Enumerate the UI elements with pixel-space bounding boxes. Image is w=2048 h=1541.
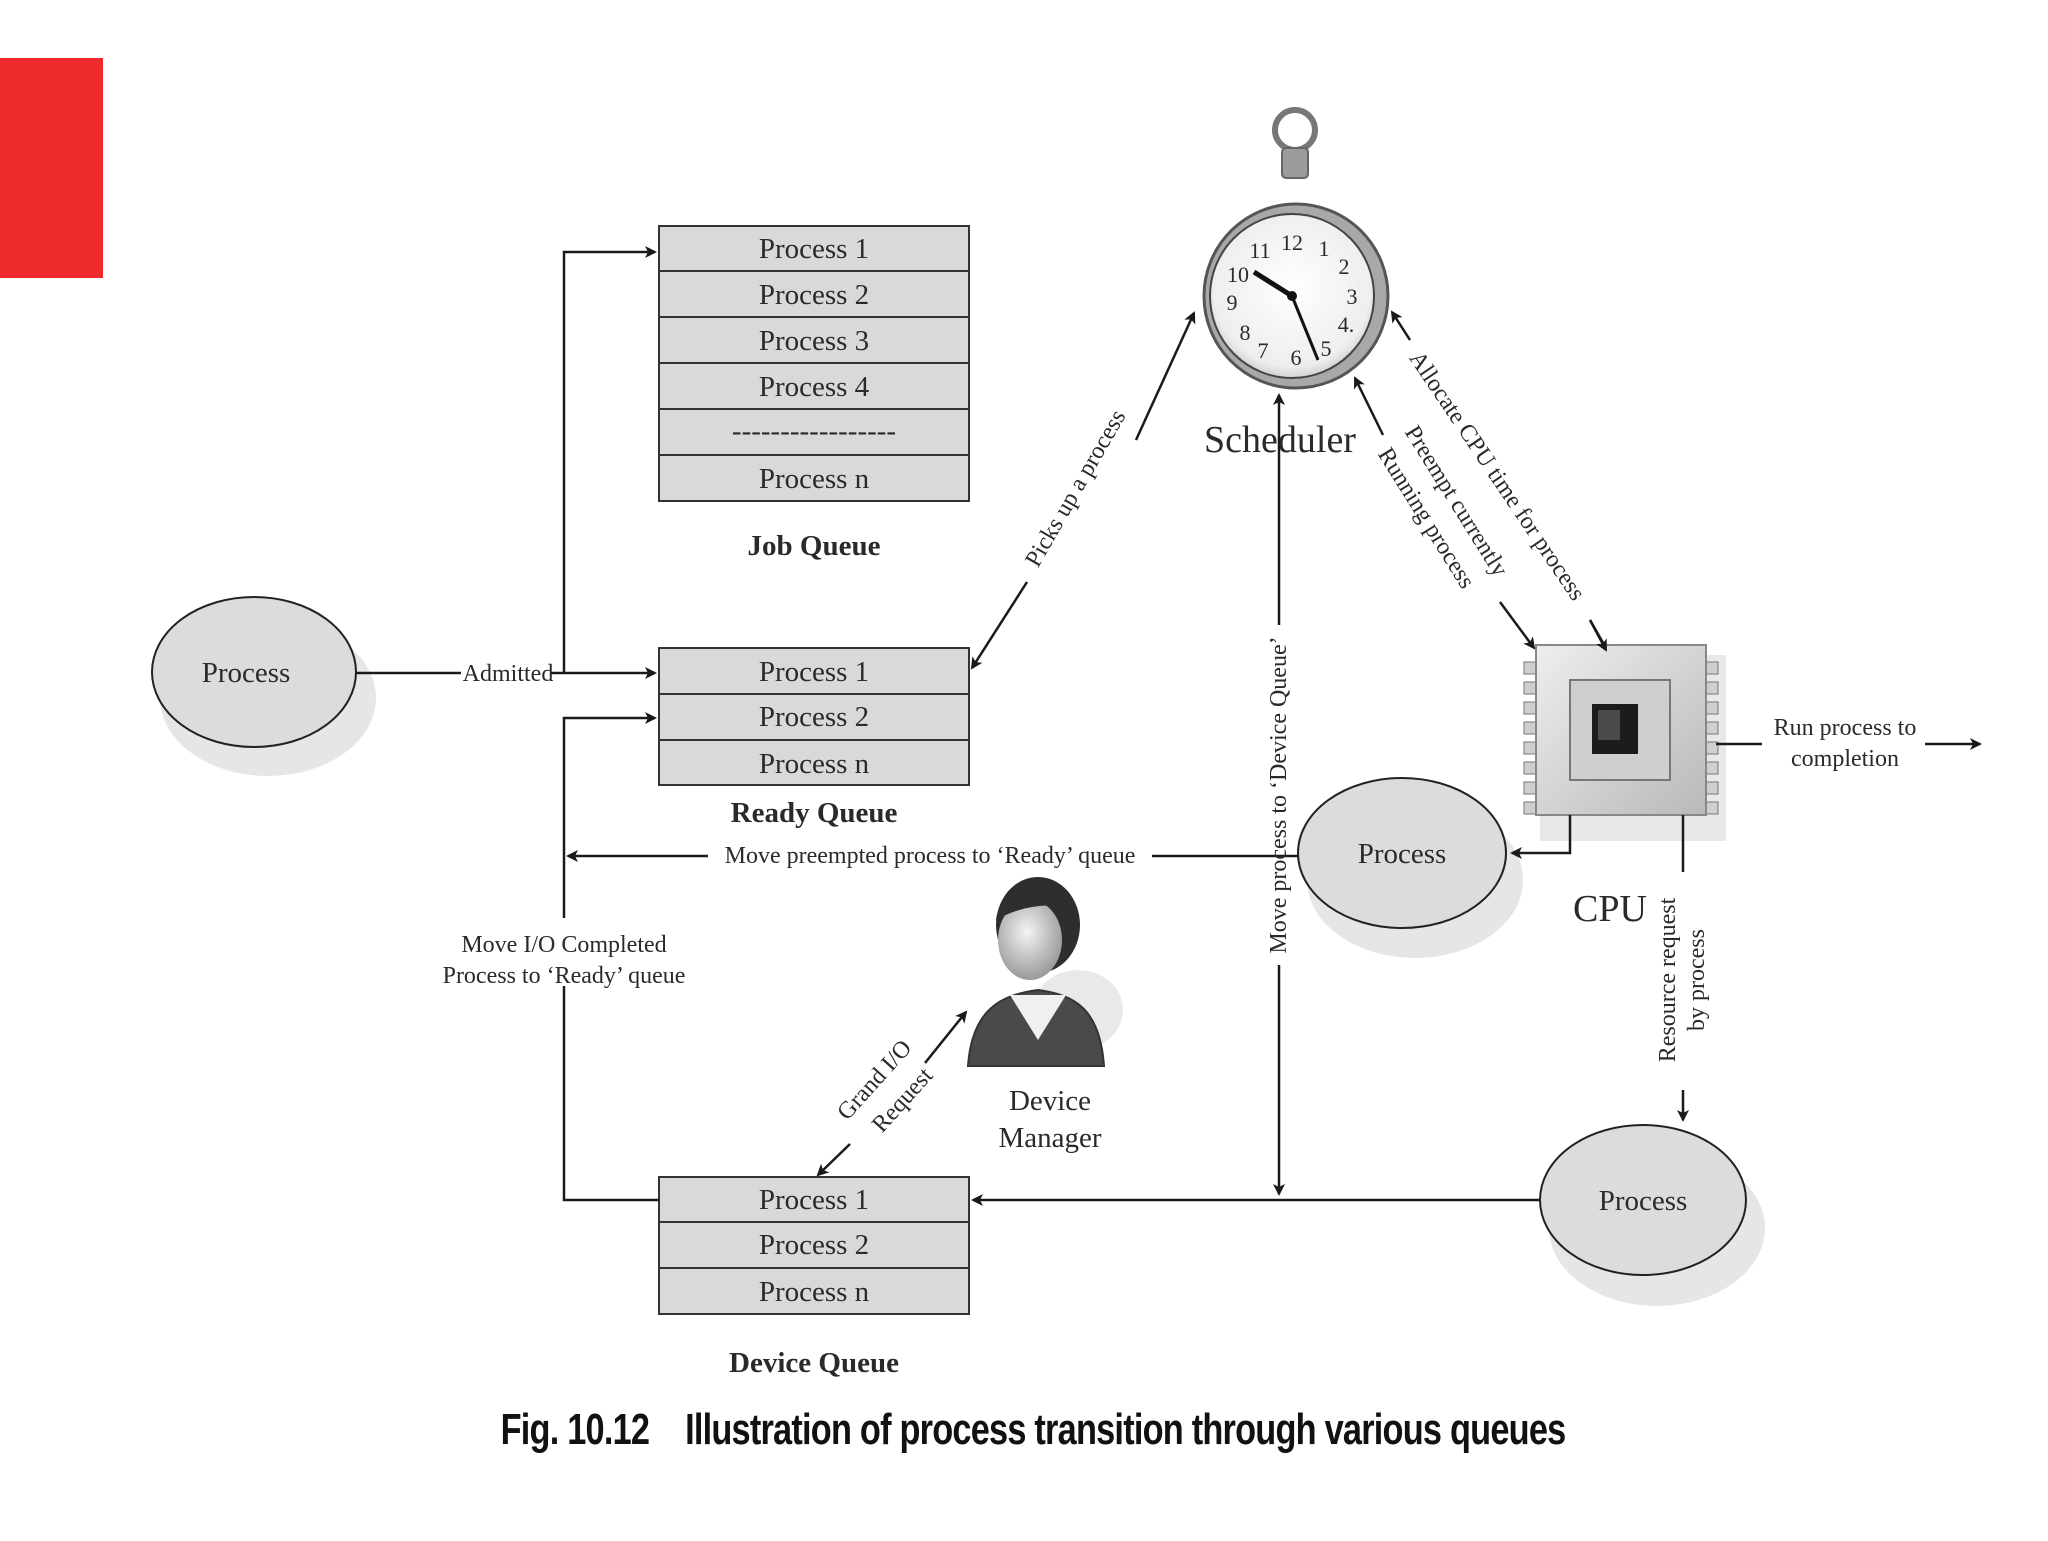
- svg-text:4.: 4.: [1338, 312, 1355, 337]
- device-queue-item: Process 2: [759, 1229, 869, 1261]
- label-move-io: Process to ‘Ready’ queue: [443, 963, 686, 989]
- device-manager-label: Manager: [998, 1122, 1101, 1154]
- device-manager-label: Device: [1009, 1085, 1091, 1117]
- cpu-label: CPU: [1573, 888, 1647, 930]
- edge-grand-io: [816, 1143, 851, 1177]
- svg-text:9: 9: [1227, 290, 1238, 315]
- svg-text:Process: Process: [202, 657, 291, 689]
- ready-queue-item: Process 1: [759, 656, 869, 688]
- svg-text:8: 8: [1240, 320, 1251, 345]
- svg-text:Process: Process: [1599, 1185, 1688, 1217]
- svg-text:3: 3: [1347, 284, 1358, 309]
- edge-picks-up: [970, 581, 1029, 670]
- accent-tab: [0, 58, 103, 278]
- figure-caption: Fig. 10.12 Illustration of process transi…: [234, 1405, 1831, 1455]
- job-queue-item: Process 1: [759, 233, 869, 265]
- job-queue-title: Job Queue: [748, 530, 881, 562]
- svg-text:2: 2: [1339, 254, 1350, 279]
- figure-number: Fig. 10.12: [500, 1405, 650, 1454]
- process-node-mid: Process: [1297, 777, 1523, 958]
- svg-text:10: 10: [1227, 262, 1249, 287]
- ready-queue: Process 1 Process 2 Process n Ready Queu…: [658, 647, 970, 829]
- svg-text:1: 1: [1319, 236, 1330, 261]
- job-queue-item: Process n: [759, 463, 870, 495]
- ready-queue-item: Process 2: [759, 701, 869, 733]
- label-run-completion: completion: [1791, 746, 1899, 772]
- device-queue-item: Process 1: [759, 1184, 869, 1216]
- svg-text:5: 5: [1321, 336, 1332, 361]
- label-resource-request: Resource request: [1655, 897, 1681, 1062]
- cpu-chip-icon: CPU: [1523, 644, 1726, 930]
- job-queue-item: Process 3: [759, 325, 869, 357]
- svg-text:6: 6: [1291, 345, 1302, 370]
- job-queue-item: -----------------: [732, 415, 896, 447]
- connectors: [356, 246, 1982, 1206]
- svg-text:Process: Process: [1358, 838, 1447, 870]
- label-move-io: Move I/O Completed: [461, 932, 666, 958]
- job-queue-item: Process 4: [759, 371, 870, 403]
- device-queue: Process 1 Process 2 Process n Device Que…: [658, 1176, 970, 1379]
- svg-text:12: 12: [1281, 230, 1303, 255]
- edge-admitted-to-job: [562, 246, 657, 673]
- label-move-preempted: Move preempted process to ‘Ready’ queue: [725, 843, 1136, 869]
- device-queue-title: Device Queue: [729, 1347, 899, 1379]
- figure-caption-text: Illustration of process transition throu…: [685, 1405, 1566, 1454]
- process-node-left: Process: [151, 596, 376, 776]
- job-queue: Process 1 Process 2 Process 3 Process 4 …: [658, 225, 970, 562]
- label-admitted: Admitted: [463, 661, 554, 687]
- svg-text:7: 7: [1258, 338, 1269, 363]
- stopwatch-icon: 12 1 2 3 4. 5 6 7 8 9 10 11 Scheduler: [1202, 107, 1390, 461]
- edge-picks-up-top: [1134, 311, 1196, 441]
- device-queue-item: Process n: [759, 1276, 870, 1308]
- ready-queue-item: Process n: [759, 748, 870, 780]
- label-run-completion: Run process to: [1774, 715, 1917, 741]
- edge-preempt: [1353, 376, 1385, 436]
- job-queue-item: Process 2: [759, 279, 869, 311]
- label-resource-request: by process: [1684, 929, 1710, 1031]
- svg-text:11: 11: [1249, 238, 1270, 263]
- label-picks-up: Picks up a process: [1021, 406, 1132, 572]
- label-move-device: Move process to ‘Device Queue’: [1266, 636, 1292, 953]
- ready-queue-title: Ready Queue: [731, 797, 898, 829]
- process-node-bottom: Process: [1539, 1124, 1765, 1306]
- device-manager-icon: Device Manager: [966, 877, 1123, 1154]
- edge-io-completed: [562, 986, 659, 1202]
